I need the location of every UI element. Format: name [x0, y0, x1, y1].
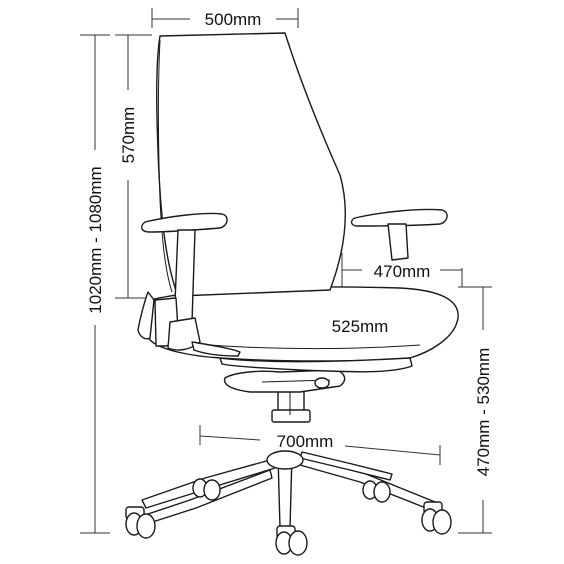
dim-seat-width	[341, 253, 463, 287]
dim-base-diameter	[199, 425, 441, 465]
dimension-labels: 500mm 470mm 525mm 700mm 1020mm - 1080mm …	[86, 10, 493, 476]
base-hub	[266, 450, 304, 470]
dim-backrest-height	[115, 34, 152, 299]
lumbar	[137, 291, 155, 340]
caster-right-front	[421, 501, 452, 535]
base-spoke-right-back	[299, 451, 393, 481]
seat	[143, 286, 459, 373]
dim-overall-height	[80, 34, 110, 534]
dim-seat-height	[458, 286, 492, 534]
label-base-diameter: 700mm	[277, 432, 334, 451]
label-overall-height: 1020mm - 1080mm	[86, 166, 105, 313]
caster-left-back	[192, 478, 221, 501]
label-backrest-width: 500mm	[205, 10, 262, 29]
caster-left-front	[125, 506, 156, 539]
armrest-right	[350, 208, 448, 261]
backrest	[137, 32, 346, 340]
label-seat-width: 470mm	[374, 262, 431, 281]
label-seat-height: 470mm - 530mm	[474, 348, 493, 476]
chair-illustration	[125, 32, 459, 556]
label-seat-depth: 525mm	[332, 317, 389, 336]
caster-front	[275, 525, 308, 556]
chair-base	[129, 450, 441, 529]
armrest-left	[141, 212, 241, 357]
casters	[125, 478, 452, 556]
label-backrest-height: 570mm	[119, 107, 138, 164]
dim-backrest-width	[151, 8, 299, 28]
caster-right-back	[362, 480, 391, 503]
